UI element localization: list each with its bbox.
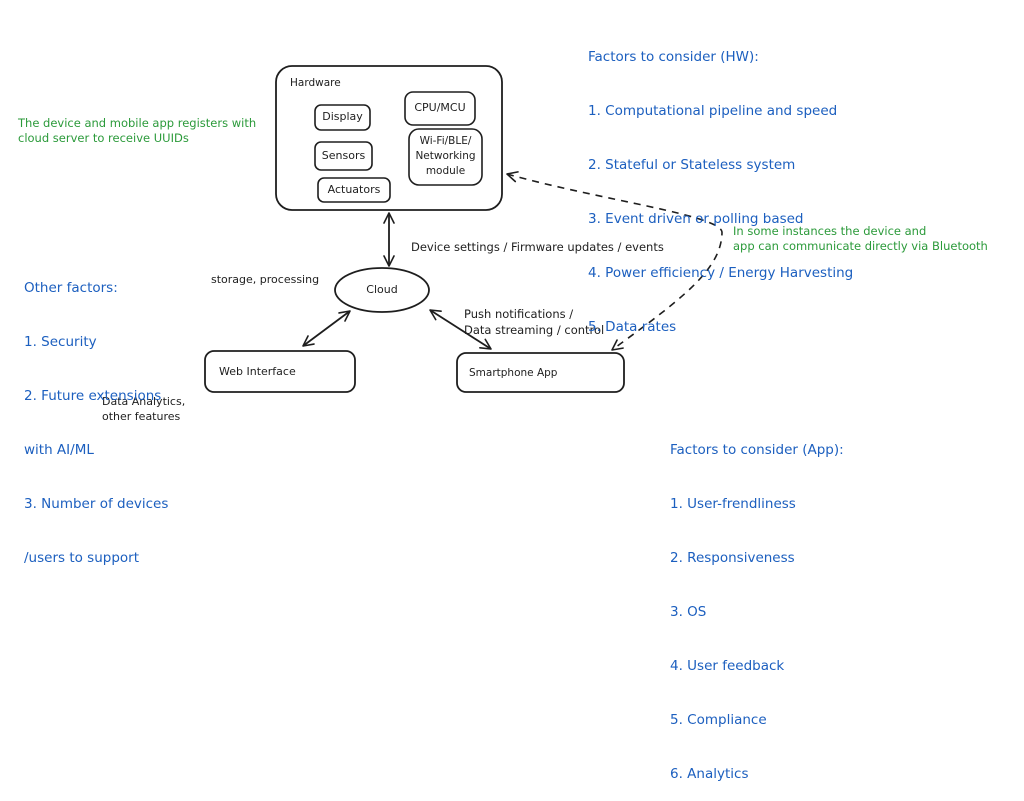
hw-factor-item: 4. Power efficiency / Energy Harvesting xyxy=(588,265,854,281)
hw-factors-list: Factors to consider (HW): 1. Computation… xyxy=(588,12,853,354)
cloud-label: Cloud xyxy=(366,283,398,296)
networking-label: Wi-Fi/BLE/ Networking module xyxy=(415,135,476,177)
edge-cloud-web xyxy=(302,310,351,347)
app-factor-item: 2. Responsiveness xyxy=(670,550,795,566)
hardware-box[interactable] xyxy=(275,65,503,211)
app-factors-title: Factors to consider (App): xyxy=(670,442,844,458)
app-factor-item: 6. Analytics xyxy=(670,766,749,782)
app-factor-item: 1. User-frendliness xyxy=(670,496,796,512)
bluetooth-note: In some instances the device and app can… xyxy=(733,224,988,253)
other-factors-list: Other factors: 1. Security 2. Future ext… xyxy=(24,243,168,585)
edge-app-hardware-bluetooth xyxy=(506,171,723,351)
hardware-label: Hardware xyxy=(290,77,341,89)
hw-factor-item: 1. Computational pipeline and speed xyxy=(588,103,838,119)
hw-factor-item: 5. Data rates xyxy=(588,319,677,335)
hw-factor-item: 2. Stateful or Stateless system xyxy=(588,157,796,173)
hw-factors-title: Factors to consider (HW): xyxy=(588,49,759,65)
networking-box[interactable] xyxy=(408,128,483,186)
diagram-canvas xyxy=(204,65,723,393)
edge-label-cloud-app: Push notifications / Data streaming / co… xyxy=(464,307,605,337)
sensors-label: Sensors xyxy=(321,149,366,162)
display-label: Display xyxy=(322,110,363,123)
app-factor-item: 3. OS xyxy=(670,604,707,620)
web-interface-box[interactable] xyxy=(204,350,356,393)
other-factor-item: with AI/ML xyxy=(24,442,94,458)
hw-factor-item: 3. Event driven or polling based xyxy=(588,211,804,227)
smartphone-app-box[interactable] xyxy=(456,352,625,393)
cpu-label: CPU/MCU xyxy=(414,101,466,114)
actuators-box[interactable] xyxy=(317,177,391,203)
other-factor-item: 2. Future extensions xyxy=(24,388,162,404)
other-factor-item: 3. Number of devices xyxy=(24,496,169,512)
other-factor-item: /users to support xyxy=(24,550,139,566)
display-box[interactable] xyxy=(314,104,371,131)
app-factor-item: 5. Compliance xyxy=(670,712,767,728)
app-factors-list: Factors to consider (App): 1. User-frend… xyxy=(670,405,844,801)
cpu-box[interactable] xyxy=(404,91,476,126)
web-interface-label: Web Interface xyxy=(219,365,296,378)
sensors-box[interactable] xyxy=(314,141,373,171)
other-factor-item: 1. Security xyxy=(24,334,97,350)
registration-note: The device and mobile app registers with… xyxy=(18,116,257,145)
other-factors-title: Other factors: xyxy=(24,280,118,296)
cloud-node[interactable] xyxy=(334,267,430,313)
app-factor-item: 4. User feedback xyxy=(670,658,785,674)
smartphone-app-label: Smartphone App xyxy=(469,367,558,379)
edge-label-hardware-cloud: Device settings / Firmware updates / eve… xyxy=(411,240,664,254)
actuators-label: Actuators xyxy=(327,183,381,196)
cloud-note: storage, processing xyxy=(211,273,320,286)
edge-cloud-app xyxy=(429,309,492,350)
web-note: Data Analytics, other features xyxy=(102,395,186,423)
